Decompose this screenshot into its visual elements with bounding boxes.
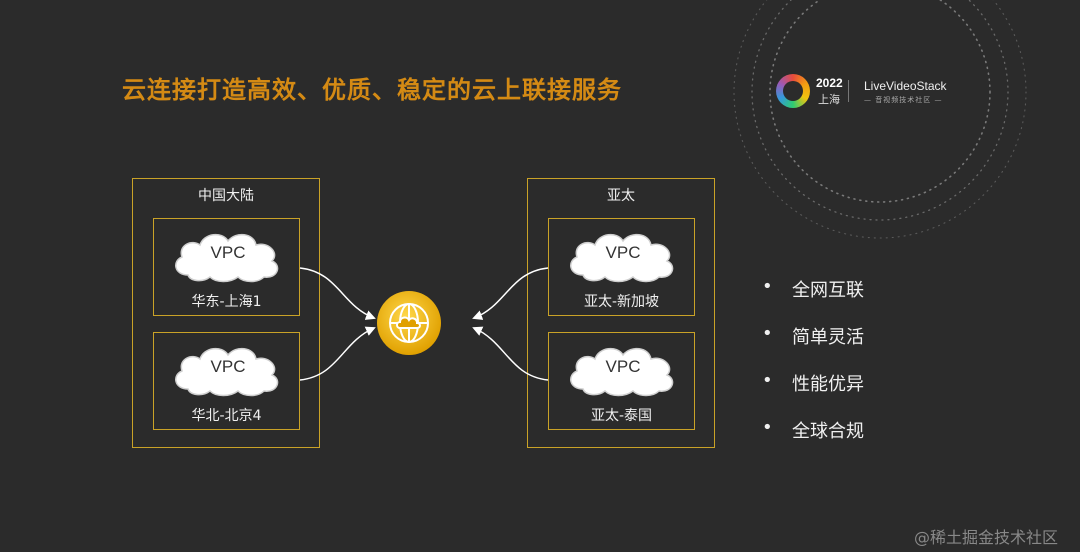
page-title: 云连接打造高效、优质、稳定的云上联接服务: [122, 76, 622, 104]
cloud-icon: [570, 347, 674, 397]
vpc-box: VPC 亚太-新加坡: [548, 218, 695, 316]
conference-badge-icon: [776, 74, 810, 108]
logo-brand: LiveVideoStack: [864, 79, 947, 93]
feature-text: 全网互联: [792, 280, 864, 301]
vpc-label: 亚太-新加坡: [583, 294, 660, 310]
cloud-globe-icon: [377, 291, 441, 355]
bullet: •: [762, 276, 773, 297]
event-logo: 2022 上海 LiveVideoStack — 音视频技术社区 —: [776, 74, 976, 110]
list-item: • 全球合规: [762, 417, 864, 464]
bullet: •: [762, 370, 773, 391]
region-apac: 亚太 VPC 亚太-新加坡 VPC 亚太-泰国: [527, 178, 715, 448]
vpc-box: VPC 亚太-泰国: [548, 332, 695, 430]
vpc-label: 亚太-泰国: [590, 408, 653, 424]
feature-text: 性能优异: [792, 374, 864, 395]
logo-year: 2022: [816, 76, 843, 90]
feature-list: • 全网互联 • 简单灵活 • 性能优异 • 全球合规: [762, 276, 864, 464]
cloud-icon: [570, 233, 674, 283]
region-label: 亚太: [607, 188, 635, 204]
list-item: • 全网互联: [762, 276, 864, 323]
vpc-cloud-label: VPC: [210, 357, 246, 376]
cloud-icon: [175, 233, 279, 283]
region-label: 中国大陆: [198, 188, 254, 204]
logo-city: 上海: [818, 93, 840, 106]
watermark: @稀土掘金技术社区: [914, 528, 1059, 547]
arrow-thailand-to-hub: [472, 326, 549, 381]
vpc-label: 华东-上海1: [191, 294, 262, 310]
bullet: •: [762, 417, 773, 438]
list-item: • 简单灵活: [762, 323, 864, 370]
vpc-box: VPC 华东-上海1: [153, 218, 300, 316]
logo-divider: [848, 80, 849, 102]
vpc-box: VPC 华北-北京4: [153, 332, 300, 430]
feature-text: 简单灵活: [792, 327, 864, 348]
vpc-cloud-label: VPC: [605, 357, 641, 376]
arrow-singapore-to-hub: [472, 267, 549, 320]
vpc-cloud-label: VPC: [605, 243, 641, 262]
logo-subtitle: — 音视频技术社区 —: [864, 96, 943, 104]
vpc-cloud-label: VPC: [210, 243, 246, 262]
region-china-mainland: 中国大陆 VPC 华东-上海1 VPC 华北-北京4: [132, 178, 320, 448]
cloud-icon: [175, 347, 279, 397]
list-item: • 性能优异: [762, 370, 864, 417]
bullet: •: [762, 323, 773, 344]
feature-text: 全球合规: [792, 421, 864, 442]
arrow-beijing-to-hub: [299, 326, 376, 381]
vpc-label: 华北-北京4: [191, 408, 262, 424]
arrow-shanghai-to-hub: [299, 267, 376, 320]
